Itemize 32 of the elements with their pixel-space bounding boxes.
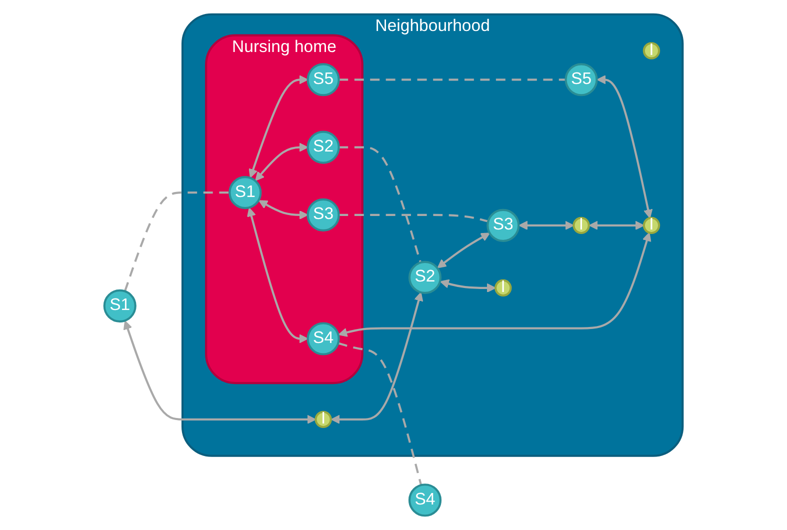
- node-circle: I: [642, 42, 660, 60]
- node-circle: S5: [306, 63, 340, 96]
- node-circle: S2: [408, 260, 442, 294]
- connector: [338, 146, 422, 263]
- node-circle: I: [494, 279, 512, 297]
- node-circle: S2: [306, 130, 340, 164]
- connector: [124, 192, 230, 292]
- node-circle: S3: [306, 198, 340, 232]
- node-circle: S5: [564, 63, 598, 96]
- connector: [338, 214, 488, 222]
- node-circle: I: [642, 216, 660, 234]
- arrow: [588, 220, 644, 230]
- node-circle: S3: [486, 208, 520, 242]
- arrow: [330, 292, 424, 424]
- connector: [338, 78, 566, 81]
- arrow: [123, 320, 316, 424]
- arrow: [518, 220, 574, 230]
- arrow: [440, 279, 496, 293]
- arrow: [248, 75, 308, 178]
- arrow: [246, 208, 308, 344]
- connector: [338, 342, 422, 486]
- node-circle: I: [572, 216, 590, 234]
- node-circle: S4: [408, 484, 442, 517]
- node-circle: S4: [306, 322, 340, 356]
- node-circle: S1: [103, 289, 136, 322]
- node-circle: I: [314, 410, 332, 428]
- arrow: [596, 75, 653, 218]
- arrow: [338, 232, 652, 337]
- arrow: [258, 200, 308, 220]
- arrow: [437, 232, 490, 268]
- arrow: [255, 142, 308, 181]
- node-circle: S1: [228, 176, 262, 210]
